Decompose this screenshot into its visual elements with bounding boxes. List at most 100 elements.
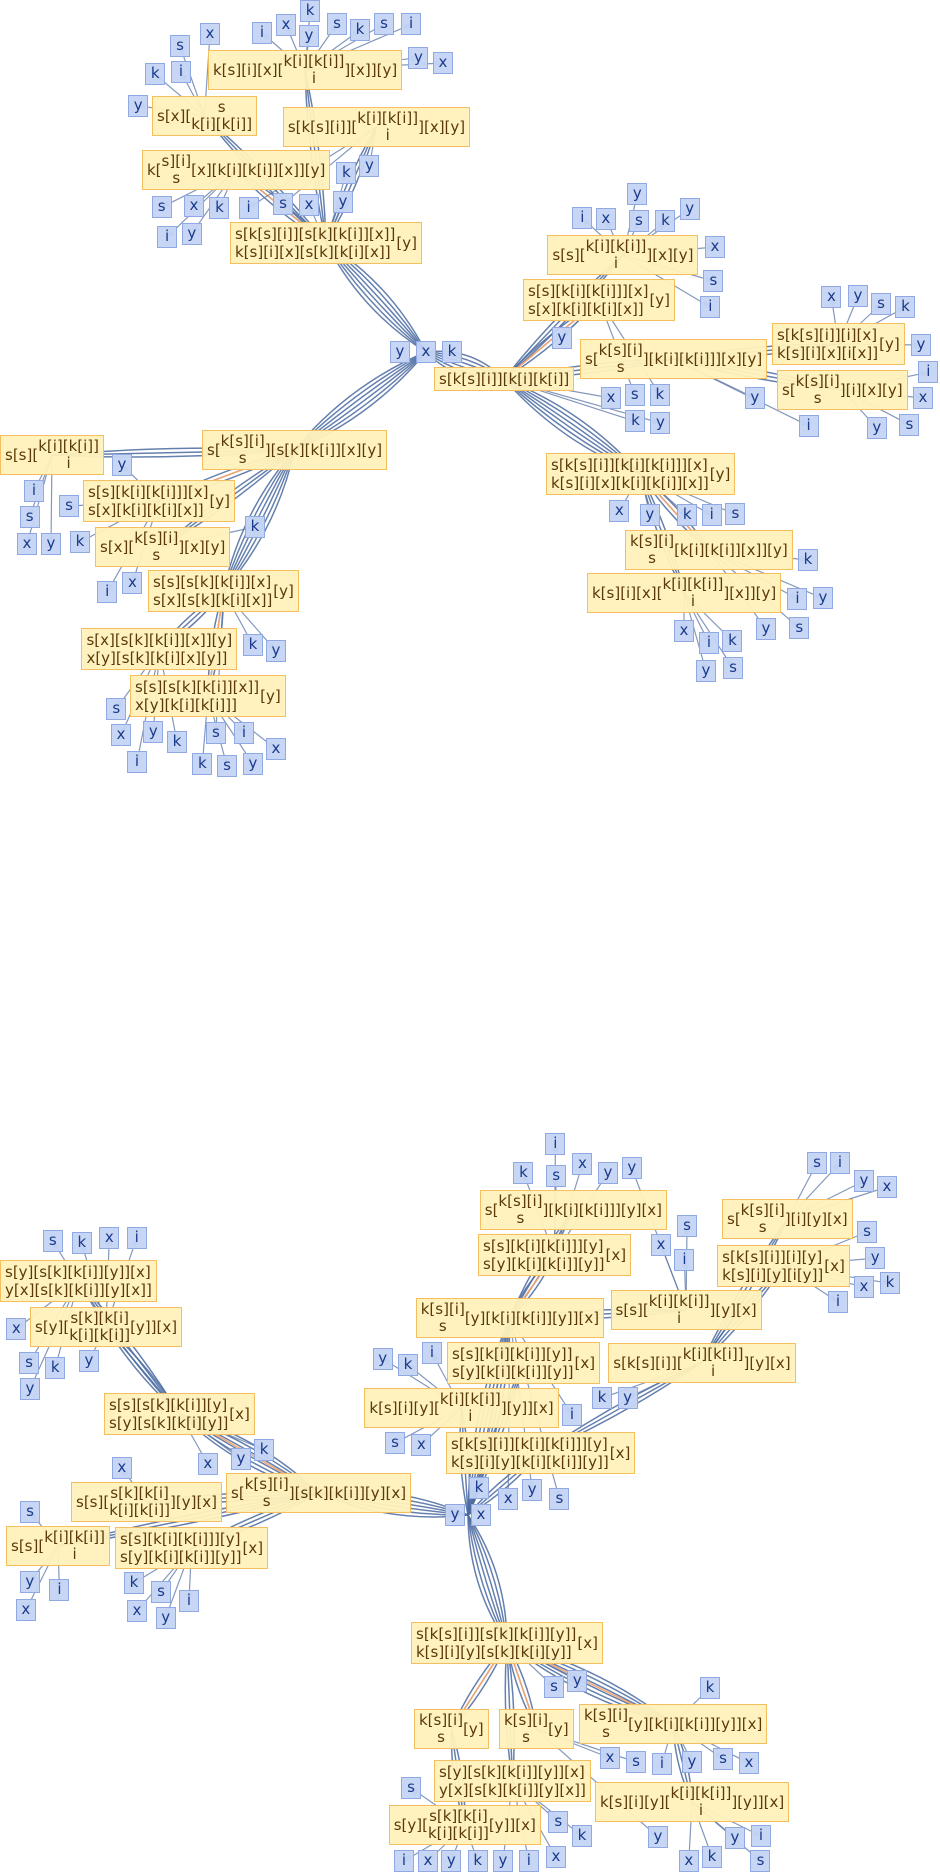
leaf-node[interactable]: k <box>192 753 213 776</box>
leaf-node[interactable]: x <box>600 1747 620 1769</box>
leaf-node[interactable]: k <box>70 531 90 553</box>
leaf-node[interactable]: k <box>649 383 670 406</box>
expression-node[interactable]: s[k[s][i]s][k[i][k[i]]][x][y] <box>580 339 768 379</box>
expression-node[interactable]: s[s][k[i][k[i]]i][y][x] <box>610 1290 762 1331</box>
leaf-node[interactable]: y <box>854 1170 874 1192</box>
expression-node[interactable]: s[s][s[k][k[i]][x]]x[y][k[i][k[i]]][y] <box>130 675 286 717</box>
leaf-node[interactable]: s <box>106 697 127 720</box>
leaf-node[interactable]: y <box>648 1826 668 1848</box>
leaf-node[interactable]: k <box>798 549 818 571</box>
expression-node[interactable]: k[s][i][x][k[i][k[i]]i][x]][y] <box>587 573 782 613</box>
leaf-node[interactable]: y <box>112 454 132 476</box>
leaf-node[interactable]: x <box>99 1226 120 1249</box>
leaf-node[interactable]: s <box>205 721 226 744</box>
expression-node[interactable]: s[k[s][i]s][i][x][y] <box>777 370 908 410</box>
leaf-node[interactable]: y <box>372 1347 393 1370</box>
expression-node[interactable]: s[s][k[i][k[i]]][y]s[y][k[i][k[i]][y]][x… <box>115 1527 269 1569</box>
leaf-node[interactable]: x <box>122 571 143 594</box>
expression-node[interactable]: k[s][i]s[y] <box>414 1709 489 1749</box>
leaf-node[interactable]: s <box>546 1164 567 1187</box>
leaf-node[interactable]: i <box>798 414 819 437</box>
leaf-node[interactable]: i <box>49 1578 70 1601</box>
leaf-node[interactable]: i <box>127 751 147 773</box>
leaf-node[interactable]: s <box>899 413 920 436</box>
leaf-node[interactable]: y <box>597 1161 618 1184</box>
leaf-node[interactable]: i <box>699 632 719 654</box>
leaf-node[interactable]: i <box>24 480 44 502</box>
leaf-node[interactable]: k <box>469 1477 489 1499</box>
expression-node[interactable]: s[k[s][i]][k[i][k[i]] <box>434 367 575 391</box>
leaf-node[interactable]: x <box>127 1600 147 1622</box>
leaf-node[interactable]: s <box>703 269 724 292</box>
leaf-node[interactable]: y <box>79 1350 99 1372</box>
expression-node[interactable]: k[s][i]s[x][k[i][k[i]][x]][y] <box>142 150 331 190</box>
leaf-node[interactable]: x <box>111 1456 132 1479</box>
leaf-node[interactable]: k <box>513 1162 534 1185</box>
leaf-node[interactable]: s <box>549 1487 570 1510</box>
leaf-node[interactable]: s <box>374 13 394 35</box>
leaf-node[interactable]: i <box>238 196 259 219</box>
leaf-node[interactable]: y <box>679 198 700 221</box>
leaf-node[interactable]: s <box>624 383 645 406</box>
leaf-node[interactable]: s <box>807 1152 827 1174</box>
leaf-node[interactable]: i <box>545 1133 566 1156</box>
leaf-node[interactable]: y <box>812 587 833 610</box>
leaf-node[interactable]: i <box>171 61 191 83</box>
expression-node[interactable]: s[k[s][i]][k[i][k[i]]i][y][x] <box>608 1342 796 1383</box>
expression-node[interactable]: k[s][i][y][k[i][k[i]]i][y]][x] <box>595 1782 790 1822</box>
leaf-node[interactable]: y <box>408 46 429 69</box>
expression-node[interactable]: s[k[s][i]][s[k][k[i]][x]]k[s][i][x][s[k]… <box>230 222 422 264</box>
leaf-node[interactable]: y <box>231 1448 251 1470</box>
leaf-node[interactable]: i <box>700 296 721 319</box>
expression-node[interactable]: s[s][k[i][k[i]][y]]s[y][k[i][k[i]][y]][x… <box>447 1342 601 1384</box>
leaf-node[interactable]: s <box>548 1810 569 1833</box>
expression-node[interactable]: k[s][i]s[y][k[i][k[i]][y]][x] <box>579 1704 768 1744</box>
leaf-node[interactable]: x <box>299 194 319 216</box>
leaf-node[interactable]: y <box>756 618 776 640</box>
leaf-node[interactable]: i <box>787 587 808 610</box>
leaf-node[interactable]: k <box>722 629 743 652</box>
leaf-node[interactable]: x <box>498 1487 519 1510</box>
leaf-node[interactable]: k <box>336 161 357 184</box>
leaf-node[interactable]: x <box>913 387 933 409</box>
leaf-node[interactable]: k <box>572 1825 592 1847</box>
expression-node[interactable]: s[k[s][i]s][i][y][x] <box>722 1199 853 1239</box>
leaf-node[interactable]: s <box>871 293 891 315</box>
hub-leaf-node[interactable]: y <box>390 341 410 363</box>
expression-node[interactable]: s[k[s][i]][s[k][k[i]][y]]k[s][i][y][s[k]… <box>411 1622 603 1664</box>
leaf-node[interactable]: i <box>674 1248 695 1271</box>
expression-node[interactable]: s[k[s][i]][i][x]k[s][i][x][i[x]][y] <box>772 323 905 365</box>
leaf-node[interactable]: i <box>233 721 254 744</box>
leaf-node[interactable]: x <box>17 533 37 555</box>
leaf-node[interactable]: y <box>682 1751 702 1774</box>
expression-node[interactable]: k[s][i][x][k[i][k[i]]i][x]][y] <box>208 50 403 90</box>
leaf-node[interactable]: s <box>857 1221 877 1243</box>
expression-node[interactable]: s[s][k[i][k[i]]][y]s[y][k[i][k[i]][y]][x… <box>478 1234 632 1276</box>
expression-node[interactable]: s[k[s][i]s][s[k][k[i]][x][y] <box>202 430 388 470</box>
expression-node[interactable]: s[s][s[k][k[i]][y]s[y][s[k][k[i][y]][x] <box>104 1393 255 1435</box>
leaf-node[interactable]: k <box>467 1850 488 1872</box>
leaf-node[interactable]: y <box>299 25 319 47</box>
leaf-node[interactable]: x <box>197 1453 218 1475</box>
leaf-node[interactable]: x <box>546 1846 566 1868</box>
leaf-node[interactable]: x <box>200 23 220 45</box>
leaf-node[interactable]: y <box>744 387 765 409</box>
leaf-node[interactable]: y <box>725 1827 745 1849</box>
leaf-node[interactable]: k <box>625 410 646 433</box>
leaf-node[interactable]: k <box>124 1572 144 1594</box>
leaf-node[interactable]: s <box>750 1850 771 1872</box>
leaf-node[interactable]: y <box>20 1378 40 1400</box>
leaf-node[interactable]: k <box>592 1387 612 1409</box>
leaf-node[interactable]: y <box>567 1669 588 1692</box>
leaf-node[interactable]: y <box>866 417 887 439</box>
leaf-node[interactable]: k <box>167 731 187 753</box>
leaf-node[interactable]: x <box>738 1752 759 1775</box>
expression-node[interactable]: s[s][k[i][k[i]]i <box>0 435 105 476</box>
leaf-node[interactable]: x <box>674 620 694 642</box>
leaf-node[interactable]: y <box>696 660 716 683</box>
leaf-node[interactable]: s <box>20 1501 40 1523</box>
leaf-node[interactable]: i <box>157 226 178 249</box>
leaf-node[interactable]: i <box>572 207 593 230</box>
leaf-node[interactable]: x <box>854 1276 874 1299</box>
leaf-node[interactable]: i <box>562 1403 582 1426</box>
